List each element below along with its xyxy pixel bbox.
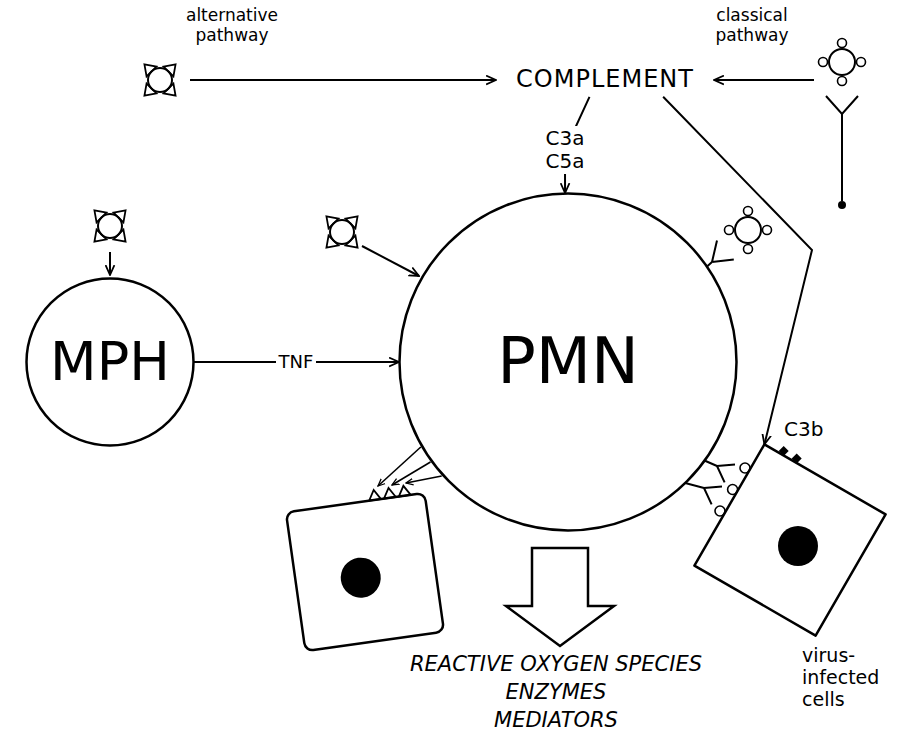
cell-outline [694,444,885,635]
node-label: PMN [497,325,639,399]
bacterium-icon [321,211,362,252]
infected-cell: C3bvirus- infected cells [680,430,910,730]
output-arrow [506,548,614,646]
bacterium-icon [139,59,180,100]
output-label: MEDIATORS [494,708,618,732]
cell-caption: virus- infected cells [802,645,879,711]
pathway-label: alternative pathway [186,6,278,45]
antibody-dot [838,201,846,209]
antibody-symbol [826,96,858,201]
virus-icon [819,39,866,86]
pathway-arrow [190,79,496,81]
output-label: ENZYMES [506,680,607,704]
target-cell [285,483,445,651]
edge-label: C3a C5a [543,126,588,174]
cell-nucleus [778,526,818,566]
virus-icon [725,207,772,254]
cell-circle: MPH [25,277,195,447]
ligand-arrow [406,476,442,483]
node-label: COMPLEMENT [516,66,694,94]
complement-node: COMPLEMENT [508,63,702,97]
output-label: REACTIVE OXYGEN SPECIES [410,652,702,676]
circle-outline [27,279,194,446]
stimulus-arrow [362,246,419,276]
stimulus-arrow [109,252,111,275]
cell-circle: PMN [398,192,738,532]
pathway-label: classical pathway [715,6,788,45]
bacterium-icon [89,205,130,246]
edge-label: TNF [276,351,317,374]
pathway-arrow [714,79,814,81]
c3b-label: C3b [784,418,823,441]
circle-outline [400,194,737,531]
node-label: MPH [50,331,170,393]
